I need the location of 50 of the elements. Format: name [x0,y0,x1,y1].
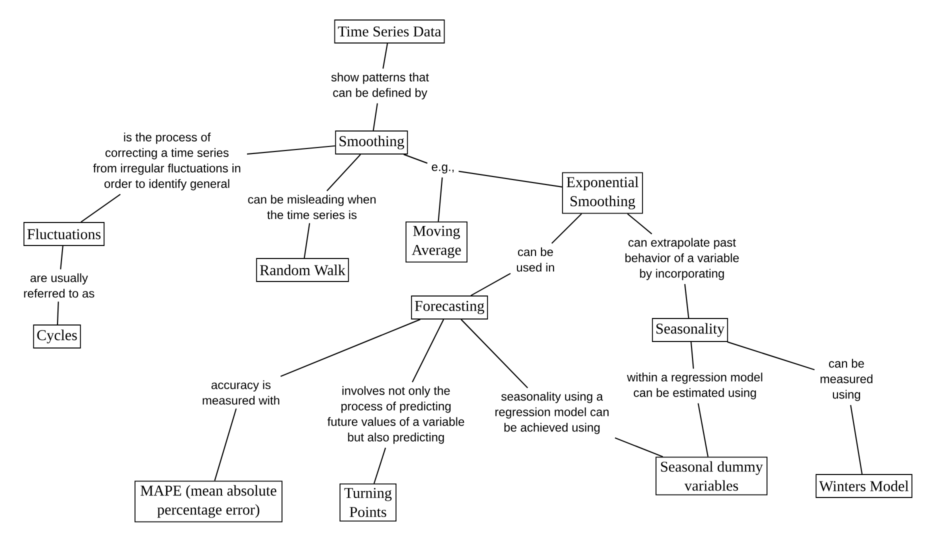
connector-line [214,408,237,481]
connector-line [727,341,815,370]
concept-box: Seasonality [652,318,728,342]
concept-box: MAPE (mean absolute percentage error) [134,480,282,522]
concept-box: Seasonal dummy variables [656,456,768,496]
concept-box: Time Series Data [334,20,445,44]
concept-box: Turning Points [340,484,396,522]
linking-phrase: can be measured using [820,358,872,402]
connector-line [850,405,863,474]
connector-line [684,284,690,318]
linking-phrase: can extrapolate past behavior of a variable by incorporating [625,238,739,280]
connector-line [280,318,420,377]
connector-line [404,154,428,164]
connector-line [627,213,652,234]
concept-box: Moving Average [406,221,468,263]
connector-line [458,170,562,188]
linking-phrase: show patterns that can be defined by [331,72,429,100]
linking-phrase: are usually referred to as [24,273,94,298]
connector-line [246,145,336,155]
connector-line [438,177,443,222]
connector-line [614,437,664,458]
connector-line [80,194,121,222]
concept-box: Winters Model [816,474,912,498]
connector-line [470,272,511,296]
connector-line [326,154,361,192]
concept-box: Fluctuations [23,222,105,246]
linking-phrase: can be misleading when the time series is [248,194,376,220]
connector-line [304,223,310,258]
linking-phrase: e.g., [432,164,454,174]
linking-phrase: involves not only the process of predicting future values of a variable but also predicting [327,386,464,444]
linking-phrase: can be used in [516,247,554,272]
connector-line [382,43,388,69]
connector-line [460,319,528,388]
connector-line [698,403,709,457]
connector-line [56,302,59,325]
connector-line [374,448,386,484]
linking-phrase: is the process of correcting a time series from irregular fluctuations in order to identify general [93,132,240,190]
connector-line [372,103,378,131]
connector-line [551,213,582,244]
linking-phrase: accuracy is measured with [202,380,280,405]
concept-box: Smoothing [335,130,408,154]
connector-line [690,342,694,369]
linking-phrase: within a regression model can be estimated using [626,372,762,400]
concept-box: Exponential Smoothing [562,172,643,214]
linking-phrase: seasonality using a regression model can be achieved using [495,392,609,434]
concept-box: Cycles [33,324,81,348]
connector-line [60,246,64,270]
concept-box: Forecasting [411,296,488,320]
concept-box: Random Walk [256,258,349,282]
connector-line [412,319,444,382]
